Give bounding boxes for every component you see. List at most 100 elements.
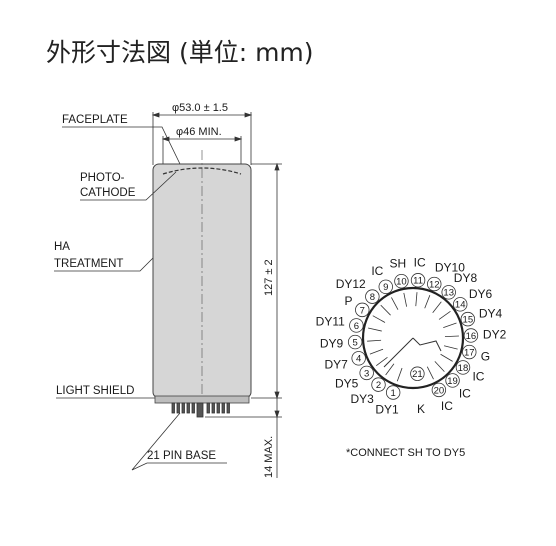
pin-15-number: 15 — [463, 315, 474, 326]
pin-11-circle — [410, 273, 426, 288]
pin-2-circle — [371, 377, 386, 392]
pin-15-label: DY4 — [479, 306, 503, 320]
pin-8-number: 8 — [370, 292, 375, 303]
pin-17-circle — [462, 344, 477, 360]
pin-12-number: 12 — [429, 279, 440, 290]
pin-lead — [376, 356, 388, 367]
photocathode-label-line2: CATHODE — [80, 187, 136, 199]
length-dimension — [251, 162, 282, 400]
pin-12-circle — [427, 276, 442, 292]
pin-lead — [438, 310, 451, 320]
pin-19-circle — [445, 373, 460, 388]
pin-18-number: 18 — [458, 363, 469, 374]
pin-14-number: 14 — [455, 300, 466, 311]
pin-20-circle — [431, 382, 447, 398]
pin-20-number: 20 — [434, 385, 445, 396]
pin-lead — [415, 292, 418, 307]
pin-lead — [434, 361, 445, 372]
inner-diameter-label: φ46 MIN. — [176, 126, 222, 138]
pin-lead — [426, 366, 434, 380]
pin-16-number: 16 — [466, 331, 477, 342]
pin-17-number: 17 — [464, 347, 475, 358]
pin-lead — [367, 339, 382, 342]
pin-lead — [368, 327, 382, 332]
pin-1-number: 1 — [391, 388, 396, 399]
pin-16-label: DY2 — [483, 328, 507, 342]
pin-14-circle — [453, 297, 468, 312]
pin-base-label: 21 PIN BASE — [147, 450, 216, 462]
pin-lead — [372, 315, 386, 323]
light-shield — [154, 395, 250, 404]
pin-17-label: G — [481, 349, 490, 363]
pin-8-circle — [365, 289, 380, 304]
pin-18-label: IC — [472, 370, 484, 384]
pin-lead — [396, 367, 403, 382]
faceplate-label: FACEPLATE — [62, 114, 128, 126]
base-height-label: 14 MAX. — [263, 436, 275, 478]
pin-16-circle — [463, 328, 479, 343]
pin-13-circle — [441, 285, 456, 300]
pin-18-circle — [455, 360, 471, 375]
pin-9-circle — [378, 279, 393, 294]
outer-diameter-label: φ53.0 ± 1.5 — [172, 102, 228, 114]
page-title: 外形寸法図 (単位: mm) — [46, 38, 314, 67]
pin-3-circle — [359, 365, 374, 381]
pin-lead — [443, 322, 457, 328]
pin-10-number: 10 — [396, 277, 407, 288]
pin-20-label: IC — [441, 399, 453, 413]
outer-diameter-dimension — [151, 112, 253, 165]
light-shield-label: LIGHT SHIELD — [56, 385, 134, 397]
pin-lead — [443, 345, 458, 350]
pin-lead — [444, 335, 459, 338]
pin-lead — [385, 363, 395, 376]
ha-label-line1: HA — [54, 241, 70, 253]
pin-9-label: IC — [371, 264, 383, 278]
pin-8-label: DY12 — [336, 277, 366, 291]
pin-15-circle — [460, 311, 476, 327]
photocathode-label-line1: PHOTO- — [80, 172, 125, 184]
pin-14-label: DY6 — [469, 287, 493, 301]
pin-19-number: 19 — [447, 376, 458, 387]
base-pins — [171, 402, 230, 418]
ha-label-line2: TREATMENT — [54, 258, 123, 270]
pin-21-circle — [410, 366, 425, 381]
pin-4-circle — [351, 351, 366, 366]
pin-7-number: 7 — [360, 305, 365, 316]
pin-19-label: IC — [459, 387, 471, 401]
faceplate-leader — [62, 126, 181, 165]
pin-2-label: DY3 — [350, 392, 374, 406]
pin-10-circle — [394, 273, 409, 289]
pin-5-number: 5 — [352, 337, 357, 348]
pin-lead — [369, 348, 384, 355]
pin-lead — [440, 353, 453, 362]
connection-note: *CONNECT SH TO DY5 — [346, 447, 465, 459]
length-label: 127 ± 2 — [263, 259, 275, 296]
pin-11-label: IC — [414, 255, 426, 269]
pin-base-leader — [131, 412, 227, 471]
base-outline-circle — [361, 286, 465, 390]
pin-13-number: 13 — [443, 288, 454, 299]
pin-10-label: SH — [390, 257, 407, 271]
pin-21-label: K — [417, 402, 425, 416]
pin-13-label: DY8 — [454, 271, 478, 285]
pin-6-circle — [349, 318, 364, 333]
pin-6-label: DY11 — [316, 315, 345, 329]
pin-7-label: P — [345, 294, 353, 308]
ha-leader — [54, 257, 154, 272]
photocathode-leader — [80, 171, 177, 201]
pin-2-number: 2 — [376, 380, 381, 391]
pin-lead — [380, 304, 391, 316]
pin-6-number: 6 — [354, 321, 359, 332]
pin-12-label: DY10 — [435, 260, 465, 274]
pin-lead — [391, 297, 399, 310]
pin-3-number: 3 — [364, 368, 369, 379]
pin-1-circle — [385, 385, 401, 400]
pin-1-label: DY1 — [375, 402, 399, 416]
pin-4-number: 4 — [356, 354, 361, 365]
pin-lead — [403, 292, 408, 307]
pin-5-label: DY9 — [320, 336, 344, 350]
pin-4-label: DY7 — [324, 358, 348, 372]
pin-lead — [424, 295, 431, 309]
